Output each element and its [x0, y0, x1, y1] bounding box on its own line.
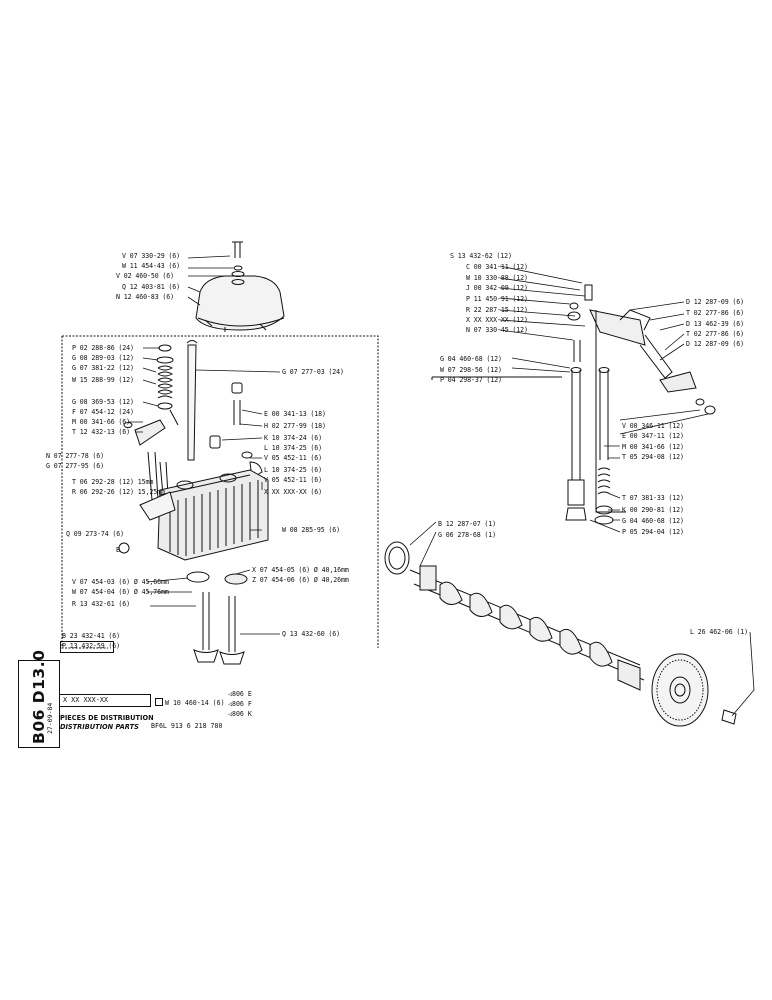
part-label: L 10 374-25 (6) — [264, 444, 323, 452]
part-label: T 02 277-86 (6) — [686, 330, 745, 338]
part-label: G 04 460-68 (12) — [622, 517, 684, 525]
valve-seat-right — [224, 573, 248, 585]
part-label: X XX XXX-XX (12) — [466, 316, 528, 324]
part-label: V 05 452-11 (6) — [264, 454, 323, 462]
part-label: Q 09 273-74 (6) — [66, 530, 125, 538]
part-label: W 08 285-95 (6) — [282, 526, 341, 534]
leader-lines — [128, 255, 755, 717]
part-number: X XX XXX-XX — [63, 696, 109, 704]
part-label: T 02 277-86 (6) — [686, 309, 745, 317]
part-label: D 13 462-39 (6) — [686, 320, 745, 328]
part-label: T 06 292-28 (12) 15mm — [72, 478, 154, 486]
part-label: P 13 432-59 (6) — [62, 642, 121, 650]
part-label: B 23 432-41 (6) — [62, 632, 121, 640]
part-label: X 07 454-05 (6) Ø 40,16mm — [252, 566, 349, 574]
part-label: Z 07 454-06 (6) Ø 40,26mm — [252, 576, 349, 584]
title-french: PIECES DE DISTRIBUTION — [60, 714, 154, 722]
part-label: E 00 347-11 (12) — [622, 432, 684, 440]
part-label: S 13 432-62 (12) — [450, 252, 512, 260]
part-label: K 10 374-24 (6) — [264, 434, 323, 442]
callout-letter: B — [116, 546, 121, 554]
part-label: M 00 341-66 (12) — [622, 443, 684, 451]
part-label: W 10 330-88 (12) — [466, 274, 528, 282]
part-label: N 07 330-45 (12) — [466, 326, 528, 334]
rocker-assembly-right — [567, 284, 716, 415]
part-label: Q 13 432-60 (6) — [282, 630, 341, 638]
valve-cover — [195, 241, 285, 332]
part-label: L 26 462-06 (1) — [690, 628, 749, 636]
part-label: G 07 277-03 (24) — [282, 368, 344, 376]
part-label: L 10 374-25 (6) — [264, 466, 323, 474]
part-label: W 15 288-99 (12) — [72, 376, 134, 384]
part-label: D 12 287-09 (6) — [686, 298, 745, 306]
part-label: P 05 294-04 (12) — [622, 528, 684, 536]
pushrod-tubes — [186, 340, 198, 461]
camshaft — [384, 541, 645, 691]
part-label: V 05 452-11 (6) — [264, 476, 323, 484]
part-label: G 08 369-53 (12) — [72, 398, 134, 406]
part-label: G 04 460-68 (12) — [440, 355, 502, 363]
section-date: 27-09-84 — [46, 702, 54, 734]
page-ref: ◁806 K — [228, 710, 252, 718]
part-label: E 00 341-13 (18) — [264, 410, 326, 418]
part-number-box: X XX XXX-XX — [59, 694, 151, 707]
part-label: F 07 454-12 (24) — [72, 408, 134, 416]
part-label: R 22 287-15 (12) — [466, 306, 528, 314]
part-label: G 08 289-03 (12) — [72, 354, 134, 362]
part-label: W 07 454-04 (6) Ø 45,76mm — [72, 588, 169, 596]
part-label: P 11 450-91 (12) — [466, 295, 528, 303]
small-parts-centre — [209, 382, 263, 479]
part-label: B 12 287-07 (1) — [438, 520, 497, 528]
part-label: T 05 294-08 (12) — [622, 453, 684, 461]
part-label: G 07 277-95 (6) — [46, 462, 105, 470]
engine-model: BF6L 913 6 218 780 — [151, 722, 223, 730]
part-label: W 11 454-43 (6) — [122, 262, 181, 270]
part-label: T 07 381-33 (12) — [622, 494, 684, 502]
part-label: C 00 341-11 (12) — [466, 263, 528, 271]
part-label: R 06 292-26 (12) 15,25mm — [72, 488, 165, 496]
cylinder-head — [118, 469, 269, 561]
part-box — [60, 641, 114, 653]
part-label: R 13 432-61 (6) — [72, 600, 131, 608]
title-english: DISTRIBUTION PARTS — [60, 723, 139, 731]
part-label: P 02 288-86 (24) — [72, 344, 134, 352]
part-label: V 02 460-50 (6) — [116, 272, 175, 280]
group-frame — [61, 335, 379, 649]
checkbox-icon — [155, 698, 163, 706]
part-label: G 06 278-68 (1) — [438, 531, 497, 539]
part-label: P 04 298-37 (12) — [440, 376, 502, 384]
part-label: V 07 330-29 (6) — [122, 252, 181, 260]
page-ref-text: 806 F — [231, 700, 252, 708]
page-ref: ◁806 F — [228, 700, 252, 708]
cam-gear — [651, 653, 709, 727]
kit-ref-text: W 10 460-14 (6) — [165, 699, 225, 707]
part-label: D 12 287-09 (6) — [686, 340, 745, 348]
page-ref-text: 806 K — [231, 710, 252, 718]
valve-springs-left — [156, 344, 179, 426]
valve-seat-left — [186, 571, 210, 583]
part-label: X XX XXX-XX (6) — [264, 488, 323, 496]
part-label: N 12 460-83 (6) — [116, 293, 175, 301]
valves — [193, 592, 245, 665]
part-label: W 07 298-56 (12) — [440, 366, 502, 374]
gear-key — [721, 709, 737, 725]
page-ref: ◁806 E — [228, 690, 252, 698]
part-label: V 07 454-03 (6) Ø 45,66mm — [72, 578, 169, 586]
part-label: K 00 290-81 (12) — [622, 506, 684, 514]
part-label: Q 12 403-81 (6) — [122, 283, 181, 291]
part-label: G 07 381-22 (12) — [72, 364, 134, 372]
part-label: J 00 342-09 (12) — [466, 284, 528, 292]
part-label: V 00 346-11 (12) — [622, 422, 684, 430]
kit-reference: W 10 460-14 (6) — [155, 698, 225, 707]
part-label: M 00 341-66 (6) — [72, 418, 131, 426]
group-bracket-right — [595, 310, 626, 513]
page-ref-text: 806 E — [231, 690, 252, 698]
part-label: H 02 277-99 (18) — [264, 422, 326, 430]
part-label: N 07 277-78 (6) — [46, 452, 105, 460]
part-label: T 12 432-13 (6) — [72, 428, 131, 436]
